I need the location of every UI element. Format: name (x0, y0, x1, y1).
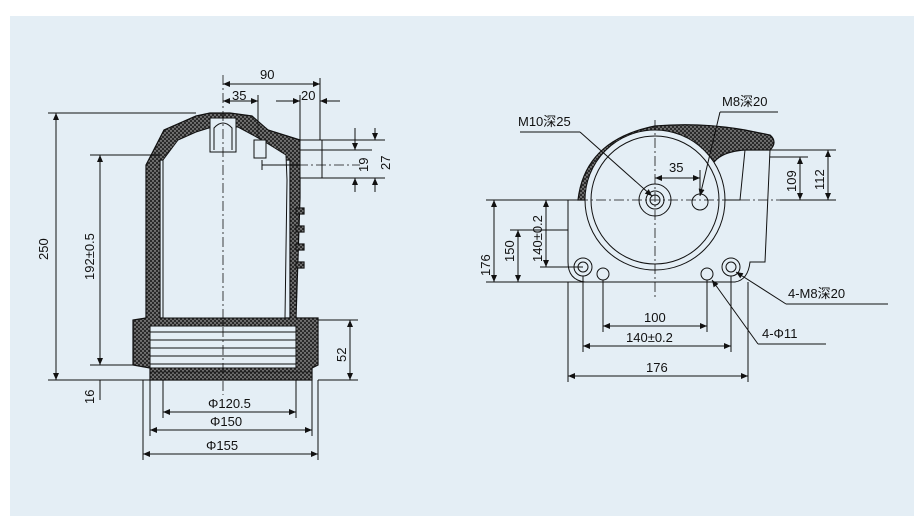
label-4m8: 4-M8深20 (788, 286, 845, 301)
dim-250: 250 (36, 238, 51, 260)
dim-d120: Φ120.5 (208, 396, 251, 411)
front-side-fins (295, 207, 305, 269)
dim-150: 150 (502, 240, 517, 262)
front-inner-cavity (162, 126, 288, 319)
dim-35: 35 (232, 88, 246, 103)
front-side-stud (299, 139, 323, 179)
label-m8: M8深20 (722, 94, 768, 109)
dim-52: 52 (334, 348, 349, 362)
dim-112: 112 (812, 169, 827, 190)
dim-35-top: 35 (669, 160, 683, 175)
dim-140-v: 140±0.2 (530, 215, 545, 262)
label-m10: M10深25 (518, 114, 571, 129)
dim-d155: Φ155 (206, 438, 238, 453)
top-m8-hole (691, 193, 709, 211)
dim-27: 27 (378, 156, 393, 170)
dim-16: 16 (82, 390, 97, 404)
top-view: M10深25 M8深20 35 109 112 140 (478, 94, 888, 382)
dim-192: 192±0.5 (82, 233, 97, 280)
front-side-boss (253, 139, 267, 159)
dim-90: 90 (260, 67, 274, 82)
dim-109: 109 (784, 170, 799, 192)
front-view: 90 35 20 19 27 250 (36, 67, 393, 460)
label-4phi11: 4-Φ11 (762, 326, 797, 341)
dim-176-v: 176 (478, 254, 493, 276)
front-base-rings (149, 325, 312, 373)
dim-176-h: 176 (646, 360, 668, 375)
dim-140-h: 140±0.2 (626, 330, 673, 345)
dim-d150: Φ150 (210, 414, 242, 429)
dim-100: 100 (644, 310, 666, 325)
dim-20: 20 (301, 88, 315, 103)
dim-19: 19 (356, 158, 371, 172)
front-top-boss-arc (213, 122, 233, 150)
